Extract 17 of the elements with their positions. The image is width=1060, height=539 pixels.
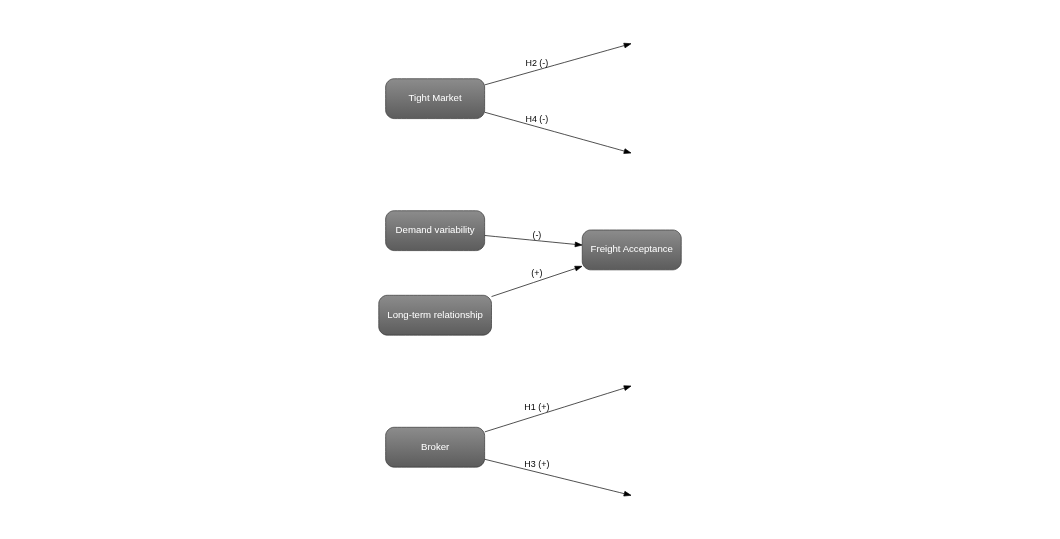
arrow: [484, 111, 632, 154]
node-box: Broker: [385, 426, 485, 468]
arrow: [491, 265, 583, 297]
arrow: [484, 235, 583, 248]
node-box: Long-term relationship: [378, 294, 492, 336]
node-box: Freight Acceptance: [581, 229, 682, 271]
edge-label: H2 (-): [525, 57, 549, 68]
edge-label: (+): [531, 268, 543, 279]
edge-label: (-): [532, 229, 542, 240]
arrow: [484, 42, 632, 86]
edge-label: H4 (-): [525, 114, 549, 125]
node-box: Demand variability: [385, 210, 485, 251]
edge-label: H3 (+): [524, 458, 550, 469]
arrow: [484, 385, 632, 433]
edge-label: H1 (+): [524, 402, 550, 413]
node-box: Tight Market: [385, 78, 485, 119]
arrow: [484, 458, 632, 497]
